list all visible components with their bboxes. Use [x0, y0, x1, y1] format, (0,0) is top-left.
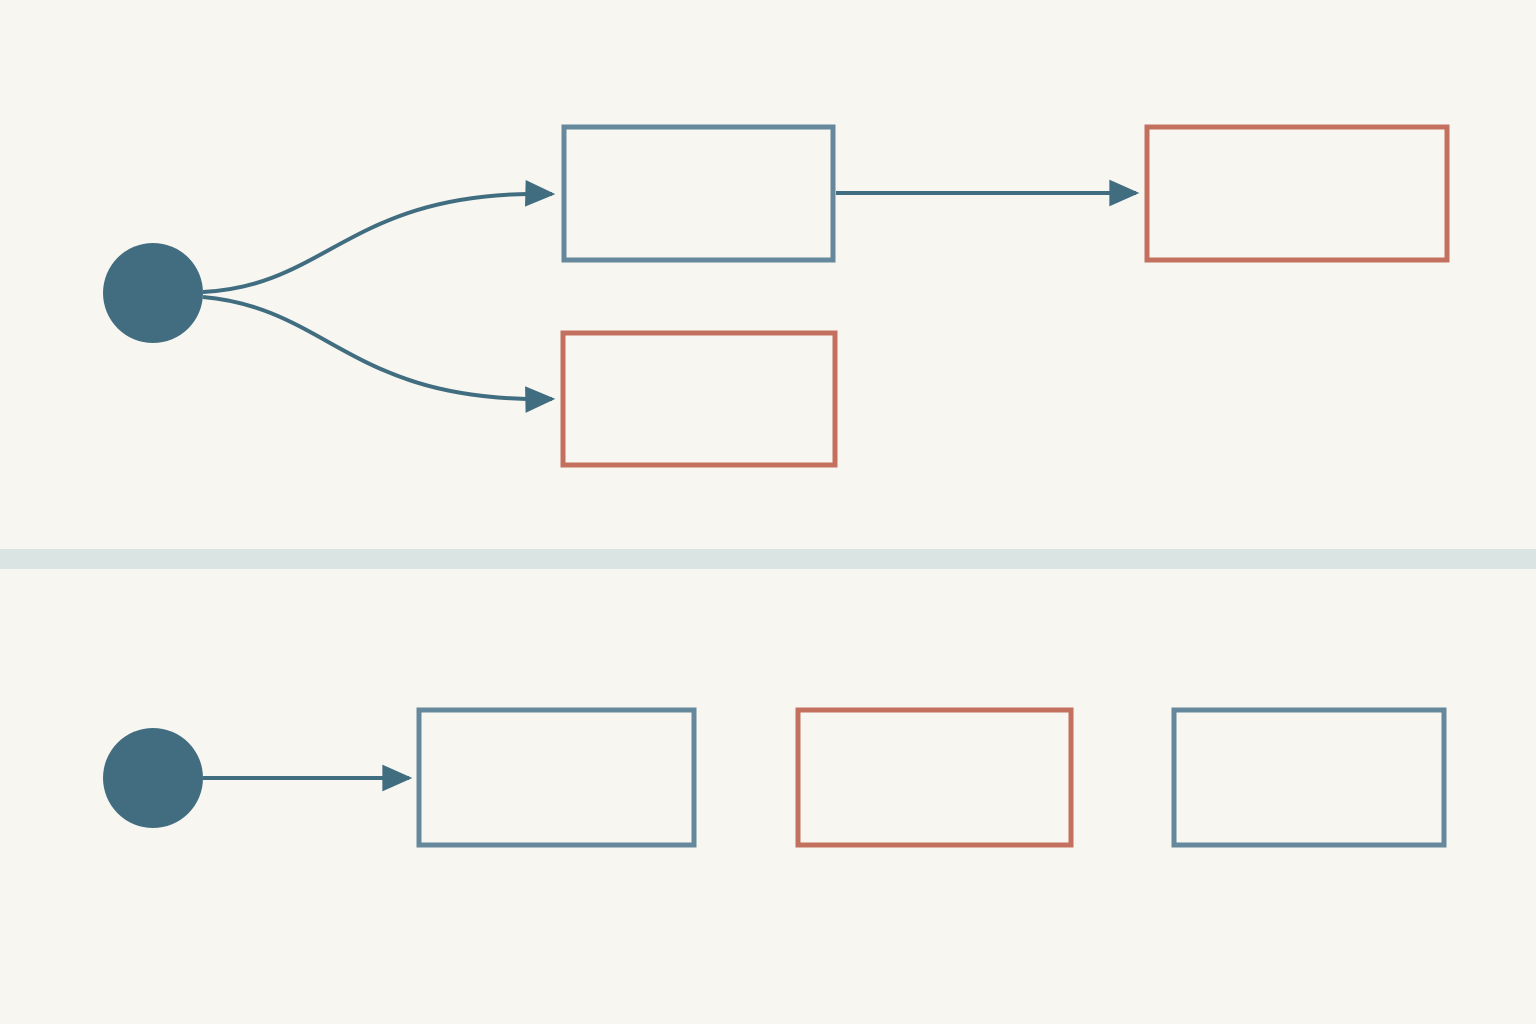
bottom-panel: [103, 707, 1447, 848]
curved-arrow-to-box-2[interactable]: [202, 295, 556, 413]
panel-divider: [0, 549, 1536, 569]
top-panel: [103, 124, 1450, 468]
curved-arrow-to-box-1[interactable]: [202, 180, 556, 294]
box-2-red[interactable]: [560, 330, 838, 468]
box-1-blue[interactable]: [561, 124, 836, 263]
start-node-bottom[interactable]: [103, 728, 203, 828]
box-3-red[interactable]: [1144, 124, 1450, 263]
box-6-blue[interactable]: [1171, 707, 1447, 848]
start-node-top[interactable]: [103, 243, 203, 343]
box-5-red[interactable]: [795, 707, 1074, 848]
box-4-blue[interactable]: [416, 707, 697, 848]
